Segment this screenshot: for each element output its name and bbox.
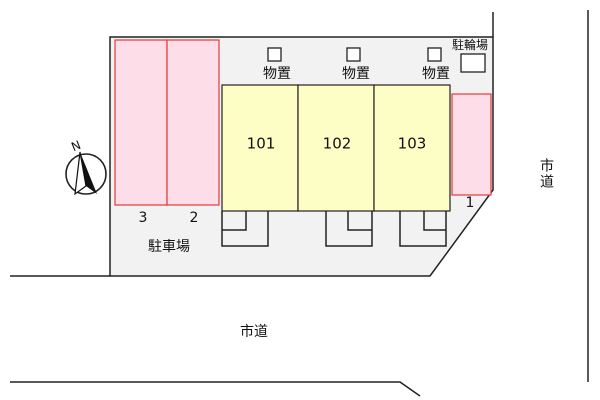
- balcony-102: [325, 211, 373, 247]
- bicycle-parking-label: 駐輪場: [451, 38, 489, 52]
- storage-label-102: 物置: [342, 66, 370, 82]
- balcony-101: [221, 211, 269, 247]
- storage-label-101: 物置: [263, 66, 291, 82]
- balcony-103: [399, 211, 447, 247]
- road-label-east: 市道: [538, 158, 554, 190]
- parking-area-label: 駐車場: [148, 239, 190, 255]
- storage-box-102: [346, 47, 361, 62]
- parking-space-3: [114, 39, 168, 206]
- north-arrow-icon: [65, 151, 107, 196]
- road-edge-south: [10, 381, 421, 397]
- unit-101-label: 101: [246, 134, 276, 153]
- unit-101-outline: [221, 84, 299, 212]
- storage-box-103: [427, 47, 442, 62]
- unit-102-label: 102: [322, 134, 352, 153]
- storage-box-101: [267, 47, 282, 62]
- parking-space-1: [451, 93, 492, 196]
- parking-number-1: 1: [465, 195, 475, 211]
- parking-space-2: [166, 39, 220, 206]
- parking-number-3: 3: [138, 210, 148, 226]
- storage-label-103: 物置: [422, 66, 450, 82]
- road-label-south: 市道: [240, 324, 268, 340]
- unit-103-outline: [373, 84, 451, 212]
- unit-103-label: 103: [397, 134, 427, 153]
- parking-number-2: 2: [189, 210, 199, 226]
- bicycle-parking-box: [460, 53, 486, 73]
